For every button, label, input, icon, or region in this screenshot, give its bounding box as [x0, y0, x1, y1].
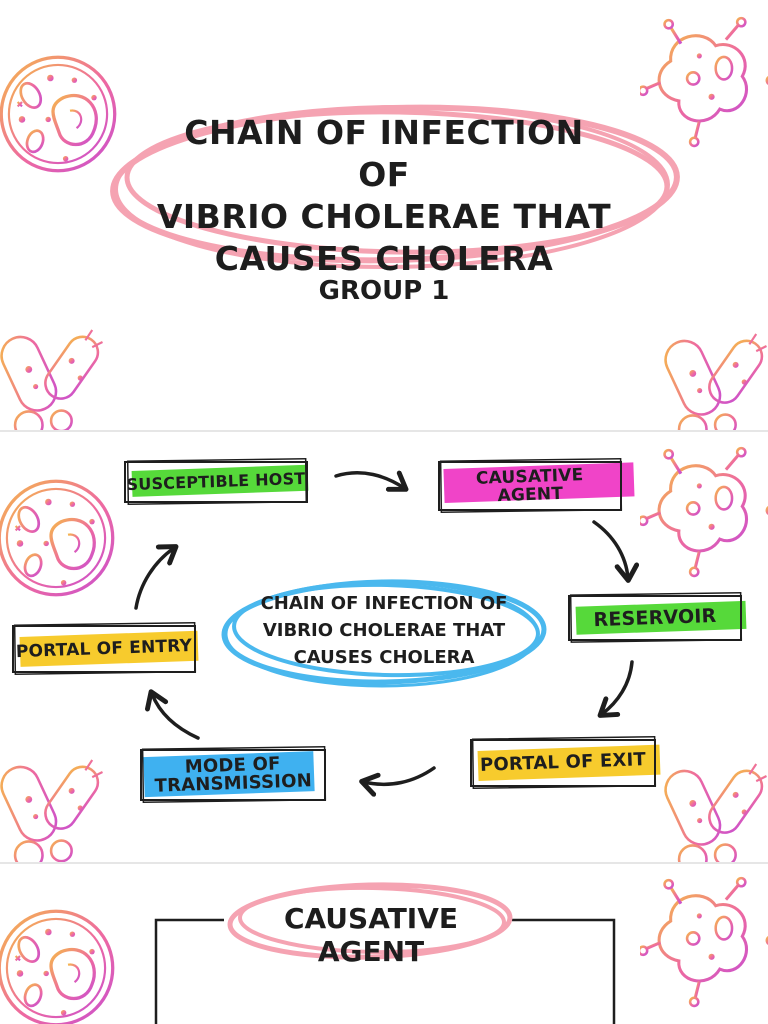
- slide-divider: [0, 862, 768, 864]
- title-line: CAUSES CHOLERA: [214, 239, 554, 278]
- diagram-slide: CHAIN OF INFECTION OF VIBRIO CHOLERAE TH…: [0, 432, 768, 862]
- node-reservoir: RESERVOIR: [566, 592, 747, 644]
- node-label: CAUSATIVE AGENT: [475, 465, 584, 507]
- bacteria-icon: [658, 332, 768, 430]
- arrow-reservoir-to-exit: [597, 660, 634, 718]
- arrow-host-to-agent: [334, 470, 409, 492]
- arrow-mode-to-entry: [145, 689, 200, 740]
- slide-divider: [0, 430, 768, 432]
- bacteria-icon: [0, 328, 106, 430]
- node-causative-agent: CAUSATIVE AGENT: [436, 457, 635, 514]
- section-scribble-ellipse: [227, 882, 513, 960]
- center-scribble-ellipse: [221, 579, 547, 688]
- node-portal-of-entry: PORTAL OF ENTRY: [10, 621, 199, 676]
- group-label: GROUP 1: [318, 276, 450, 306]
- virus-icon: [640, 876, 768, 1008]
- cell-petri-icon: [0, 909, 115, 1024]
- node-label: RESERVOIR: [593, 604, 717, 632]
- center-line: VIBRIO CHOLERAE THAT: [262, 620, 506, 641]
- causative-agent-slide: CAUSATIVE AGENT: [0, 864, 768, 1024]
- arrow-agent-to-reservoir: [592, 520, 640, 583]
- page-title: CHAIN OF INFECTION OF VIBRIO CHOLERAE TH…: [154, 112, 614, 280]
- section-title: CAUSATIVE AGENT: [283, 902, 459, 968]
- center-title: CHAIN OF INFECTION OF VIBRIO CHOLERAE TH…: [234, 590, 534, 671]
- node-label: PORTAL OF EXIT: [479, 749, 647, 776]
- node-portal-of-exit: PORTAL OF EXIT: [468, 735, 661, 790]
- center-line: CAUSES CHOLERA: [293, 647, 475, 668]
- cycle-arrows: [134, 470, 640, 797]
- node-label: MODE OF TRANSMISSION: [154, 753, 313, 797]
- node-mode-of-transmission: MODE OF TRANSMISSION: [138, 745, 328, 804]
- title-line: VIBRIO CHOLERAE THAT: [156, 197, 612, 236]
- center-line: CHAIN OF INFECTION OF: [260, 593, 508, 614]
- title-scribble-ellipse: [110, 104, 680, 270]
- title-line: CHAIN OF INFECTION OF: [184, 113, 584, 194]
- content-frame: [154, 918, 616, 1024]
- node-susceptible-host: SUSCEPTIBLE HOST: [122, 457, 310, 506]
- title-slide: CHAIN OF INFECTION OF VIBRIO CHOLERAE TH…: [0, 0, 768, 430]
- node-label: PORTAL OF ENTRY: [15, 635, 193, 663]
- node-label: SUSCEPTIBLE HOST: [126, 468, 306, 495]
- arrow-entry-to-host: [134, 544, 179, 610]
- arrow-exit-to-mode: [359, 766, 436, 797]
